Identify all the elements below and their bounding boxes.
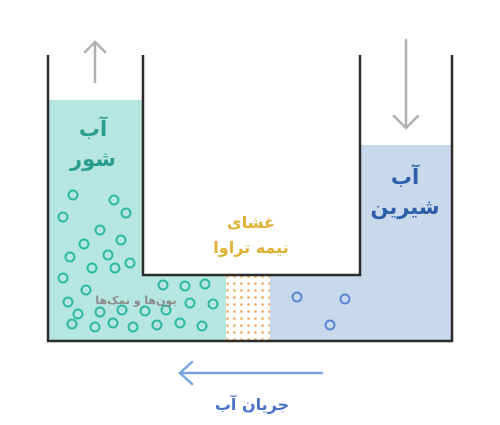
membrane-label-line2: نیمه تراوا bbox=[213, 238, 288, 257]
membrane-label-line1: غشای bbox=[227, 213, 275, 232]
fresh-particles bbox=[291, 291, 351, 331]
saltwater-region bbox=[48, 100, 226, 341]
freshwater-arm bbox=[360, 145, 452, 341]
membrane bbox=[226, 275, 270, 341]
freshwater-label-line1: آب bbox=[391, 164, 420, 189]
ions-label: یون‌ها و نمک‌ها bbox=[95, 294, 176, 307]
freshwater-region bbox=[270, 275, 360, 341]
arrow-left-icon bbox=[178, 360, 324, 386]
flow-label: جریان آب bbox=[215, 394, 289, 414]
freshwater-label-line2: شیرین bbox=[370, 195, 439, 219]
saltwater-label-line2: شور bbox=[69, 147, 116, 171]
container-inner-wall bbox=[141, 55, 362, 277]
saltwater-label-line1: آب bbox=[79, 116, 108, 141]
salt-particles bbox=[57, 189, 219, 333]
arrow-up-icon bbox=[83, 40, 107, 84]
arrow-down-icon bbox=[392, 38, 420, 130]
container-outline bbox=[46, 55, 454, 343]
